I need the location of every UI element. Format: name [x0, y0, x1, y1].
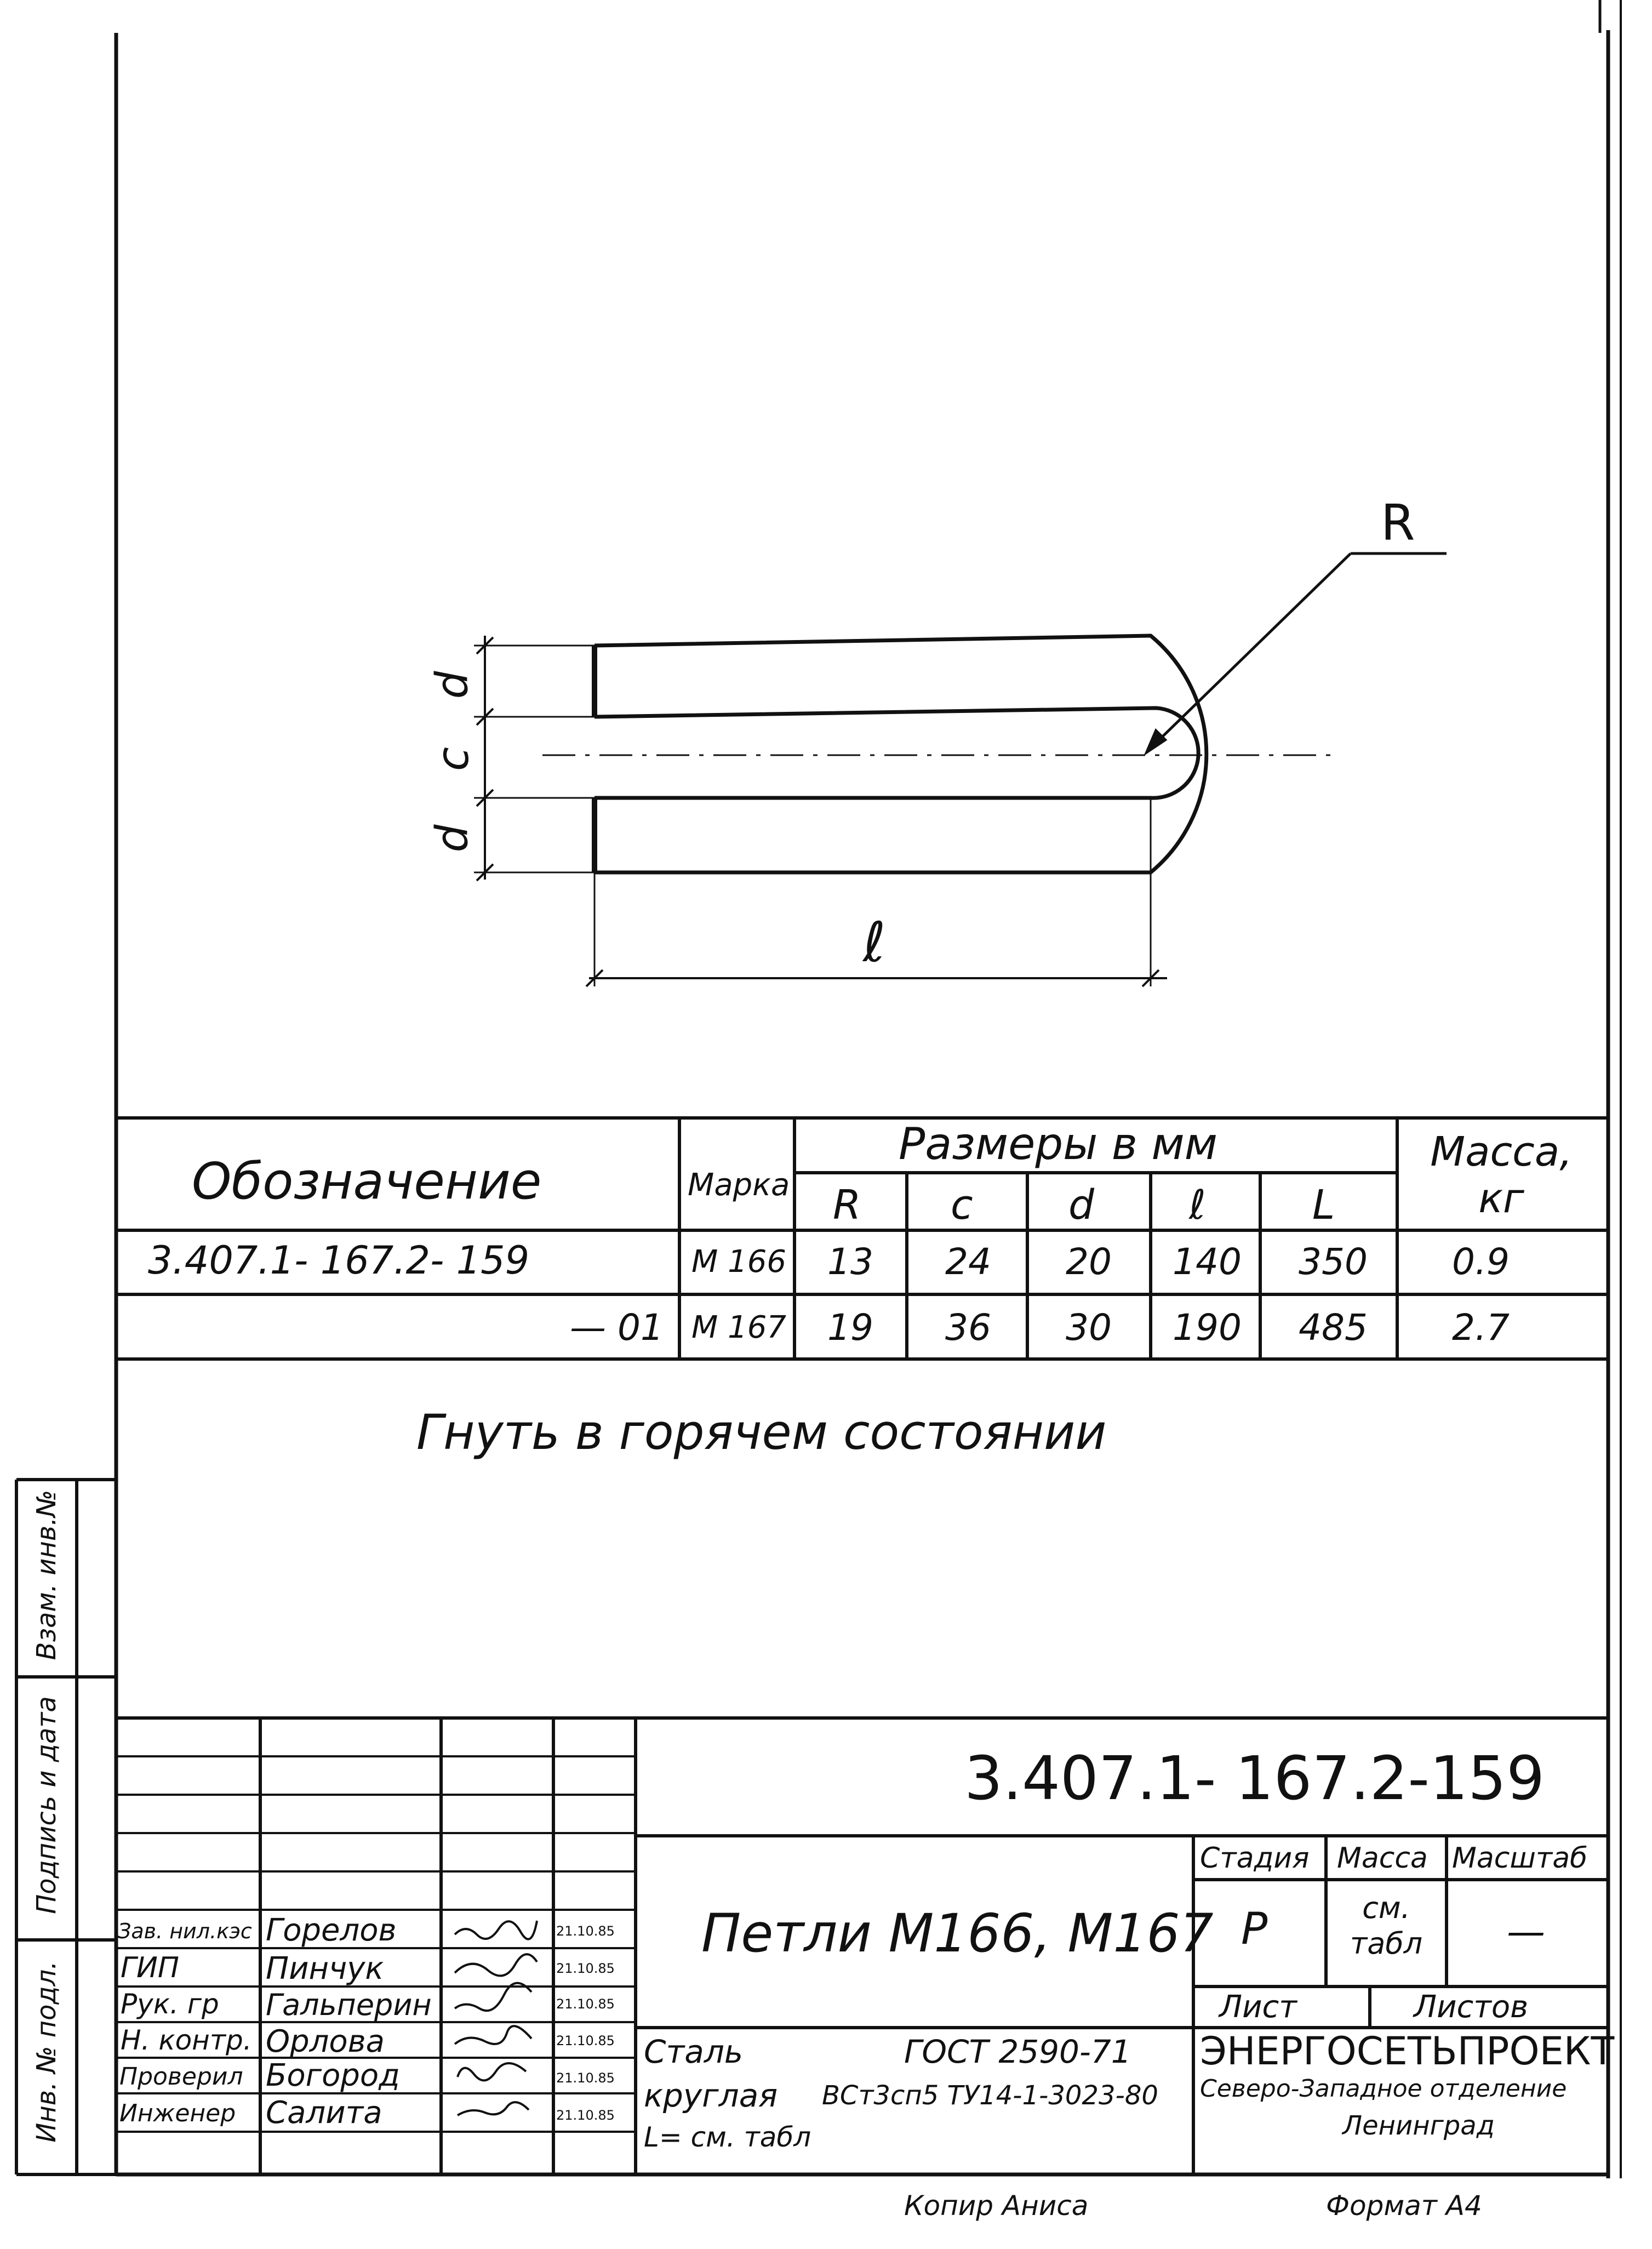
sig-role: Проверил	[119, 2063, 243, 2091]
sig-name: Гальперин	[266, 1988, 432, 2022]
sig-role: Зав. нил.кэс	[118, 1919, 252, 1943]
loop-drawing	[474, 552, 1447, 987]
radius-leader	[1147, 552, 1352, 752]
sig-name: Орлова	[266, 2024, 385, 2059]
row-c: 36	[945, 1306, 991, 1349]
mass-value: см. табл	[1350, 1891, 1423, 1961]
sig-name: Горелов	[266, 1913, 397, 1948]
doc-title: Петли М166, М167	[701, 1903, 1214, 1964]
col-R: R	[833, 1181, 861, 1229]
scale-value: —	[1507, 1909, 1545, 1954]
sig-date: 21.10.85	[556, 2033, 615, 2048]
sig-name: Пинчук	[266, 1951, 384, 1987]
copied-by: Копир Аниса	[904, 2190, 1089, 2222]
material-round: круглая	[644, 2077, 778, 2114]
row-d: 30	[1066, 1306, 1112, 1349]
side-stamp-inv: Инв. № подл.	[31, 1961, 62, 2143]
row-L: 350	[1299, 1241, 1368, 1283]
loop-inner-contour	[594, 706, 1201, 800]
material-steel-word: Сталь	[644, 2033, 744, 2070]
org-city: Ленинград	[1342, 2110, 1495, 2141]
row-mass: 2.7	[1452, 1306, 1510, 1349]
sheets-label: Листов	[1414, 1989, 1529, 2025]
scale-header: Масштаб	[1452, 1842, 1588, 1875]
sig-date: 21.10.85	[556, 1961, 615, 1976]
row-designation: — 01	[570, 1306, 664, 1349]
material-length: L= см. табл	[644, 2121, 811, 2153]
col-L: L	[1312, 1181, 1335, 1229]
signature-marks	[454, 1920, 538, 2116]
row-designation: 3.407.1- 167.2- 159	[148, 1238, 530, 1283]
header-dimensions: Размеры в мм	[899, 1118, 1218, 1169]
sig-role: Н. контр.	[121, 2024, 252, 2056]
side-stamp-grid	[15, 1478, 116, 2176]
sig-role: ГИП	[121, 1951, 179, 1984]
col-d: d	[1068, 1181, 1094, 1229]
row-l: 140	[1173, 1241, 1242, 1283]
header-mark: Марка	[688, 1167, 790, 1203]
spec-table-grid	[116, 1116, 1608, 1361]
row-d: 20	[1066, 1241, 1112, 1283]
sig-date: 21.10.85	[556, 2070, 615, 2086]
material-grade: ВСт3сп5 ТУ14-1-3023-80	[822, 2080, 1158, 2111]
sig-date: 21.10.85	[556, 1923, 615, 1939]
stage-header: Стадия	[1200, 1842, 1310, 1875]
row-R: 19	[827, 1306, 873, 1349]
sig-date: 21.10.85	[556, 1996, 615, 2012]
stage-value: Р	[1241, 1903, 1268, 1954]
row-l: 190	[1173, 1306, 1242, 1349]
loop-outer-contour	[594, 633, 1209, 875]
sig-name: Богород	[266, 2058, 400, 2093]
row-R: 13	[827, 1241, 873, 1283]
doc-number: 3.407.1- 167.2-159	[964, 1743, 1545, 1813]
sig-name: Салита	[266, 2095, 382, 2131]
label-d-top: d	[426, 671, 478, 699]
label-d-bottom: d	[426, 824, 478, 853]
row-mass: 0.9	[1452, 1241, 1510, 1283]
header-designation: Обозначение	[192, 1152, 542, 1211]
title-block-grid	[116, 1716, 1608, 2174]
label-length: ℓ	[863, 910, 886, 974]
org-name: ЭНЕРГОСЕТЬПРОЕКТ	[1200, 2029, 1615, 2074]
bending-note: Гнуть в горячем состоянии	[416, 1404, 1107, 1460]
sheet-format: Формат А4	[1326, 2190, 1482, 2222]
sig-date: 21.10.85	[556, 2108, 615, 2123]
sig-role: Рук. гр	[121, 1988, 219, 2020]
row-mark: М 166	[691, 1244, 787, 1280]
label-c: c	[427, 747, 478, 771]
col-l: ℓ	[1189, 1181, 1206, 1229]
side-stamp-vzam: Взам. инв.№	[31, 1489, 62, 1660]
row-mark: М 167	[691, 1310, 787, 1345]
header-mass: Масса, кг	[1430, 1128, 1573, 1223]
sheet-label: Лист	[1219, 1989, 1297, 2025]
side-stamp-podpis: Подпись и дата	[31, 1696, 62, 1914]
mass-header: Масса	[1337, 1842, 1428, 1875]
org-branch: Северо-Западное отделение	[1200, 2075, 1567, 2103]
sig-role: Инженер	[119, 2099, 236, 2127]
row-L: 485	[1299, 1306, 1368, 1349]
material-gost: ГОСТ 2590-71	[904, 2033, 1131, 2070]
row-c: 24	[945, 1241, 991, 1283]
col-c: c	[951, 1181, 973, 1229]
label-radius: R	[1381, 494, 1415, 552]
